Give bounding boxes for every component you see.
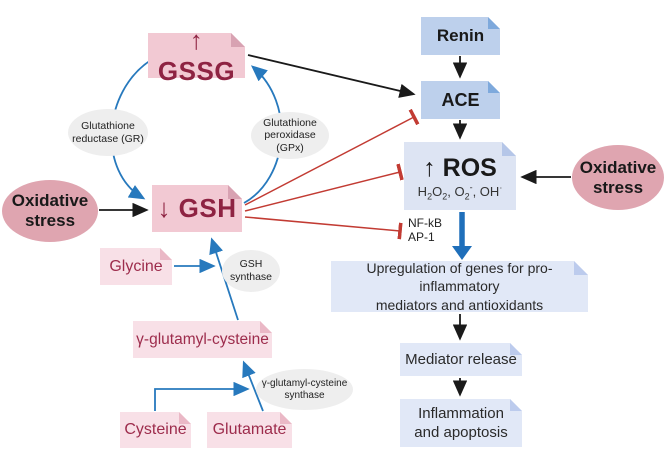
inflammation-line1: Inflammation bbox=[418, 404, 504, 422]
label-nfkb: NF-kB bbox=[408, 216, 442, 230]
gr-line2: reductase (GR) bbox=[72, 132, 144, 145]
node-mediator-release: Mediator release bbox=[400, 343, 522, 376]
mediator-label: Mediator release bbox=[405, 351, 517, 368]
inhibit-gsh-to-ace bbox=[244, 108, 420, 206]
label-ap1: AP-1 bbox=[408, 230, 435, 244]
ggc-synthase-line2: synthase bbox=[284, 389, 325, 401]
ace-label: ACE bbox=[441, 89, 480, 110]
node-glycine: Glycine bbox=[100, 248, 172, 285]
inflammation-line2: and apoptosis bbox=[414, 424, 508, 441]
node-gssg: ↑ GSSG bbox=[148, 25, 245, 86]
enzyme-gsh-synthase: GSH synthase bbox=[222, 250, 280, 292]
glycine-label: Glycine bbox=[109, 257, 163, 275]
enzyme-ggc-synthase: γ-glutamyl-cysteine synthase bbox=[256, 369, 353, 410]
node-oxidative-stress-right: Oxidative stress bbox=[572, 145, 664, 210]
gpx-line2: peroxidase (GPx) bbox=[264, 129, 316, 154]
renin-label: Renin bbox=[436, 26, 485, 45]
node-oxidative-stress-left: Oxidative stress bbox=[2, 180, 98, 242]
node-ace: ACE bbox=[421, 81, 500, 119]
node-inflammation-apoptosis: Inflammation and apoptosis bbox=[400, 399, 522, 447]
node-glutamate: Glutamate bbox=[207, 412, 292, 448]
gsh-synthase-line2: synthase bbox=[229, 271, 273, 283]
node-renin: Renin bbox=[421, 17, 500, 55]
oxidative-right-line1: Oxidative bbox=[579, 157, 657, 177]
oxidative-left-line2: stress bbox=[24, 211, 76, 230]
node-ros: ↑ ROS H2O2, O2-, OH· bbox=[404, 142, 516, 210]
ros-formula: H2O2, O2-, OH· bbox=[417, 182, 503, 202]
ggc-synthase-line1: γ-glutamyl-cysteine bbox=[261, 377, 348, 389]
inhibit-gsh-to-nfkb bbox=[244, 216, 403, 240]
ros-label: ↑ ROS bbox=[423, 153, 497, 182]
node-gamma-glutamyl-cysteine: γ-glutamyl-cysteine bbox=[133, 321, 272, 358]
arrow-cysteine-to-ggc-synthase bbox=[154, 381, 250, 411]
node-upregulation: Upregulation of genes for pro-inflammato… bbox=[331, 260, 588, 313]
oxidative-left-line1: Oxidative bbox=[11, 191, 89, 211]
enzyme-glutathione-reductase: Glutathione reductase (GR) bbox=[68, 109, 148, 156]
oxidative-right-line2: stress bbox=[592, 177, 644, 197]
enzyme-glutathione-peroxidase: Glutathione peroxidase (GPx) bbox=[251, 112, 329, 159]
gr-line1: Glutathione bbox=[81, 119, 135, 132]
node-gsh: ↓ GSH bbox=[152, 185, 242, 232]
ggc-label: γ-glutamyl-cysteine bbox=[136, 330, 269, 348]
gpx-line1: Glutathione bbox=[263, 116, 317, 129]
gssg-label: ↑ GSSG bbox=[157, 24, 236, 86]
arrow-glutamate-to-ggc bbox=[242, 360, 264, 412]
gsh-label: ↓ GSH bbox=[157, 193, 237, 223]
gsh-synthase-line1: GSH bbox=[239, 258, 263, 271]
upregulation-line1: Upregulation of genes for pro-inflammato… bbox=[366, 260, 553, 295]
cysteine-label: Cysteine bbox=[124, 421, 187, 438]
inhibit-gsh-to-ros bbox=[244, 163, 404, 212]
arrow-gssg-to-ace bbox=[247, 54, 416, 98]
glutamate-label: Glutamate bbox=[212, 421, 287, 438]
arrow-ros-to-upregulation-head bbox=[452, 246, 472, 260]
node-cysteine: Cysteine bbox=[120, 412, 191, 448]
upregulation-line2: mediators and antioxidants bbox=[375, 296, 544, 313]
